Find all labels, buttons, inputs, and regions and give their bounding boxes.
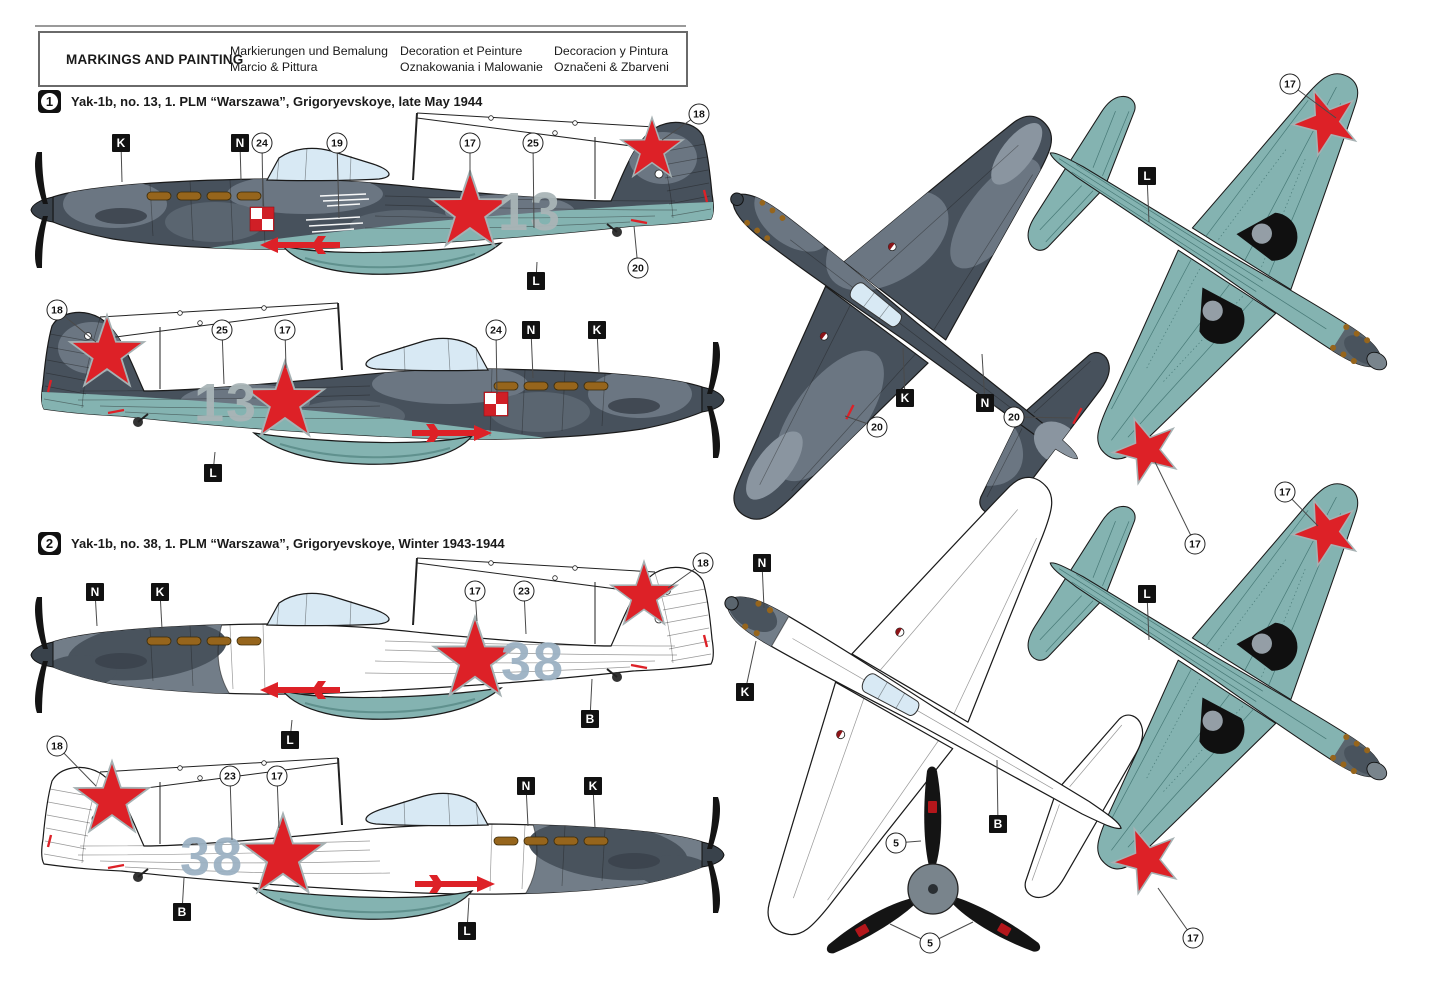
leader-line <box>929 921 974 944</box>
section-2-header: 2 Yak-1b, no. 38, 1. PLM “Warszawa”, Gri… <box>38 532 505 555</box>
leader-line <box>1157 887 1194 939</box>
leader-line <box>229 775 233 841</box>
leader-line <box>221 329 225 385</box>
leader-line <box>596 329 600 373</box>
leader-line <box>530 329 534 379</box>
leader-line <box>1289 83 1337 119</box>
section-1-caption: Yak-1b, no. 13, 1. PLM “Warszawa”, Grigo… <box>71 94 483 109</box>
leader-line <box>466 897 470 932</box>
leader-line <box>895 840 922 844</box>
leader-line <box>1146 175 1150 223</box>
leader-line <box>535 261 538 282</box>
header-legend-box: MARKINGS AND PAINTING Markierungen und B… <box>38 31 688 87</box>
section-2-marker-icon: 2 <box>38 532 61 555</box>
section-2-caption: Yak-1b, no. 38, 1. PLM “Warszawa”, Grigo… <box>71 536 505 551</box>
header-lang-fr-pl: Decoration et Peinture Oznakowania i Mal… <box>400 43 543 74</box>
section-1-marker-icon: 1 <box>38 90 61 113</box>
leader-line <box>1284 491 1319 527</box>
tactical-number: 13 <box>498 182 562 242</box>
leader-line <box>633 225 639 269</box>
leader-line <box>589 678 593 720</box>
leader-line <box>523 590 527 635</box>
tactical-number: 38 <box>501 632 565 692</box>
section-1-header: 1 Yak-1b, no. 13, 1. PLM “Warszawa”, Gri… <box>38 90 482 113</box>
leader-line <box>667 562 704 589</box>
leader-line <box>761 562 765 609</box>
leader-line <box>181 877 185 913</box>
top-rule <box>35 25 686 27</box>
leader-line <box>336 142 340 219</box>
leader-line <box>525 785 529 827</box>
leader-line <box>474 590 478 622</box>
leader-line <box>94 591 98 627</box>
header-lang-de-it: Markierungen und Bemalung Marcio & Pittu… <box>230 43 388 74</box>
leader-line <box>56 745 97 787</box>
leader-line <box>889 923 931 944</box>
leader-line <box>212 451 216 474</box>
leader-line <box>1146 593 1150 641</box>
tactical-number: 13 <box>194 373 258 433</box>
leader-line <box>239 142 242 181</box>
leader-line <box>996 759 999 825</box>
leader-line <box>902 347 906 399</box>
leader-line <box>289 719 293 741</box>
leader-line <box>56 309 97 343</box>
leader-line <box>495 329 498 395</box>
propeller-detail <box>822 766 1044 958</box>
header-lang-es-cz: Decoracion y Pintura Označeni & Zbarveni <box>554 43 669 74</box>
leader-line <box>844 415 878 428</box>
header-title: MARKINGS AND PAINTING <box>66 51 244 67</box>
leader-line <box>1013 416 1073 419</box>
markings-overlay: 13 13 38 38 <box>70 118 683 893</box>
leader-line <box>120 142 123 183</box>
leader-line <box>981 353 986 404</box>
leader-line <box>661 113 700 141</box>
leader-line <box>1154 461 1196 545</box>
leader-line <box>261 142 264 207</box>
leader-line <box>532 142 535 229</box>
dedication-inscription <box>305 193 370 233</box>
leader-line <box>284 329 287 369</box>
leader-line <box>159 591 163 630</box>
leader-line <box>744 640 757 693</box>
leader-line <box>276 775 280 829</box>
leader-line <box>592 785 596 829</box>
